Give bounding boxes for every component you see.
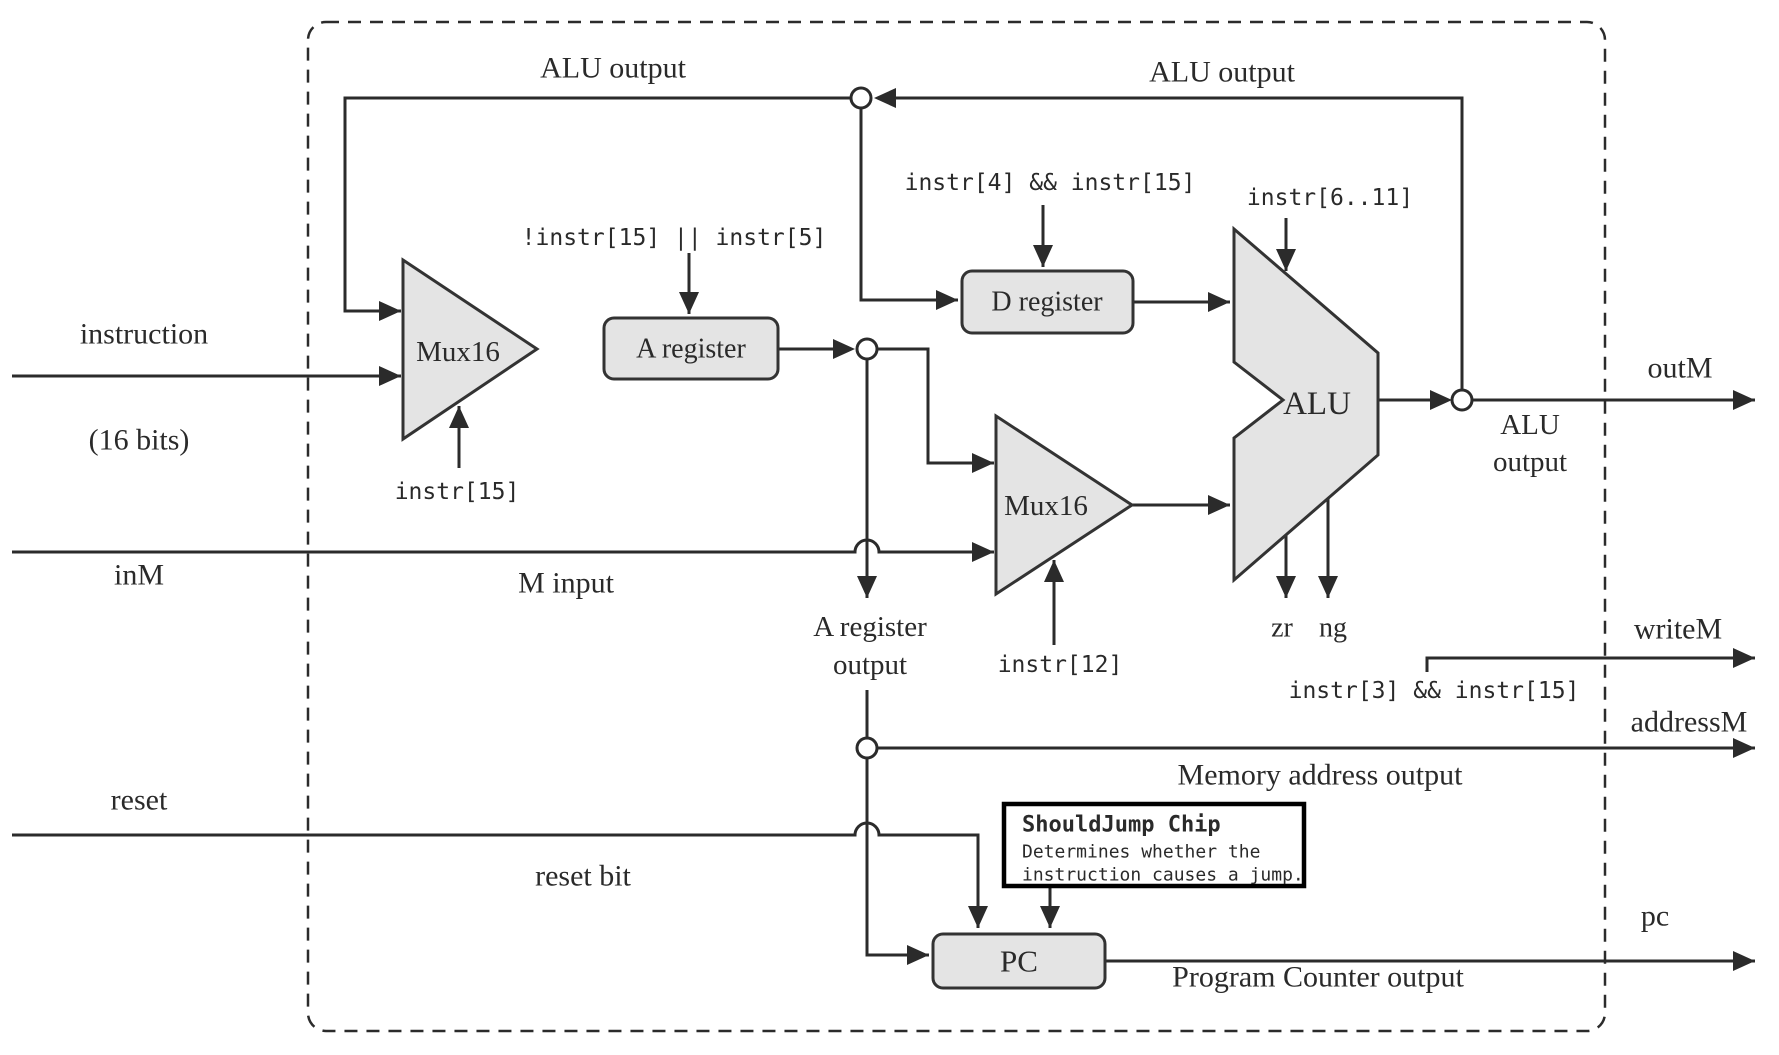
label-instr15: instr[15] xyxy=(395,479,520,505)
label-a-register-output-line2: output xyxy=(833,649,907,681)
label-pc: PC xyxy=(1000,944,1038,979)
label-mux16-am: Mux16 xyxy=(1004,490,1088,522)
label-instruction: instruction xyxy=(80,318,208,351)
pc-box xyxy=(931,932,1107,990)
wire-feedback-to-mux-a xyxy=(343,96,850,321)
label-reset: reset xyxy=(111,784,168,817)
label-m-input: M input xyxy=(518,567,615,600)
label-memory-address-output: Memory address output xyxy=(1178,759,1464,792)
label-mux16-a: Mux16 xyxy=(416,336,500,368)
arrow-into-a-out-junction xyxy=(833,339,855,359)
label-zr: zr xyxy=(1271,613,1293,644)
wire-feedback-to-d-register xyxy=(859,109,958,310)
label-outM: outM xyxy=(1647,352,1712,385)
d-register-box xyxy=(960,269,1135,335)
mux16-a-shape xyxy=(401,257,540,442)
label-program-counter-output: Program Counter output xyxy=(1172,961,1464,994)
wire-writeM xyxy=(1425,648,1755,672)
arrow-into-alu-out-junction xyxy=(1430,390,1452,410)
label-alu-output-right-line1: ALU xyxy=(1500,409,1560,441)
label-shouldjump-body1: Determines whether the xyxy=(1022,842,1260,863)
wire-alu-feedback-top xyxy=(896,96,1464,390)
junction-alu-feedback xyxy=(849,86,873,110)
label-alu-output-right-line2: output xyxy=(1493,446,1567,478)
wire-inM-input xyxy=(12,538,994,562)
label-pc-output: pc xyxy=(1641,900,1669,933)
label-d-register: D register xyxy=(991,287,1103,318)
shouldjump-note-box xyxy=(1001,801,1307,889)
label-inM: inM xyxy=(114,559,164,592)
label-instruction-bits: (16 bits) xyxy=(89,424,190,457)
label-reset-bit: reset bit xyxy=(535,860,631,893)
a-register-box xyxy=(602,316,780,381)
label-addressM: addressM xyxy=(1631,706,1748,739)
junction-alu-output xyxy=(1450,388,1474,412)
label-alu-output-top-left: ALU output xyxy=(540,52,686,85)
junction-a-register-output xyxy=(855,337,879,361)
label-alu-control: instr[6..11] xyxy=(1247,185,1413,211)
label-ng: ng xyxy=(1319,613,1347,644)
label-shouldjump-title: ShouldJump Chip xyxy=(1022,813,1221,838)
wire-a-out-to-pc xyxy=(865,758,929,965)
label-alu: ALU xyxy=(1283,386,1351,422)
label-a-register-output-line1: A register xyxy=(813,611,927,643)
mux16-am-shape xyxy=(994,413,1135,597)
label-shouldjump-body2: instruction causes a jump. xyxy=(1022,865,1304,886)
wire-reset-to-pc xyxy=(12,821,988,928)
junction-addressM xyxy=(855,736,879,760)
alu-shape xyxy=(1232,225,1380,584)
label-writeM-condition: instr[3] && instr[15] xyxy=(1289,678,1580,704)
arrow-left-into-top-junction xyxy=(874,88,896,108)
label-a-register-load: !instr[15] || instr[5] xyxy=(522,225,827,251)
label-d-register-load: instr[4] && instr[15] xyxy=(905,170,1196,196)
wire-a-out-to-mux-am xyxy=(878,347,994,473)
label-writeM: writeM xyxy=(1634,613,1722,646)
label-instr12: instr[12] xyxy=(998,652,1123,678)
label-a-register: A register xyxy=(636,334,746,365)
label-alu-output-top-right: ALU output xyxy=(1149,56,1295,89)
